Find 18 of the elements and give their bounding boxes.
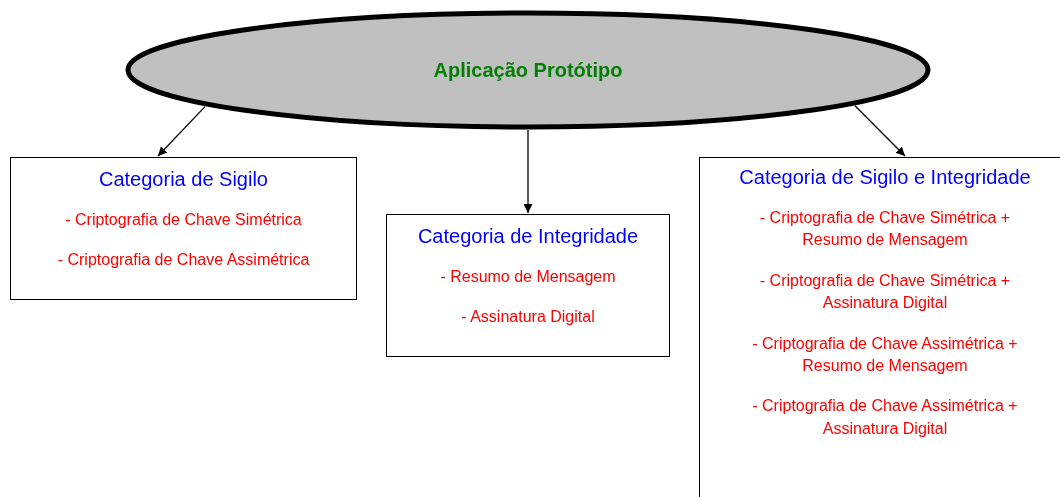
list-item: - Assinatura Digital (461, 307, 595, 328)
category-box (386, 214, 670, 357)
list-item: - Criptografia de Chave Simétrica (65, 210, 302, 230)
arrow (157, 105, 206, 157)
list-item: - Criptografia de Chave Assimétrica (57, 250, 310, 271)
list-item: - Criptografia de Chave Simétrica + Resumo de Mensagem (758, 208, 1012, 251)
category-heading: Categoria de Sigilo (99, 168, 268, 191)
list-item: - Criptografia de Chave Assimétrica + Assinatura Digital (751, 396, 1019, 439)
list-item: - Criptografia de Chave Simétrica + Assinatura Digital (758, 270, 1012, 314)
category-box (10, 157, 357, 300)
arrow (854, 105, 906, 157)
category-heading: Categoria de Sigilo e Integridade (739, 166, 1031, 189)
list-item: - Criptografia de Chave Assimétrica + Resumo de Mensagem (751, 333, 1019, 376)
arrow (523, 129, 533, 214)
category-box (699, 157, 1060, 497)
category-heading: Categoria de Integridade (417, 225, 639, 248)
title-text: Aplicação Protótipo (433, 58, 623, 82)
list-item: - Resumo de Mensagem (440, 267, 616, 287)
